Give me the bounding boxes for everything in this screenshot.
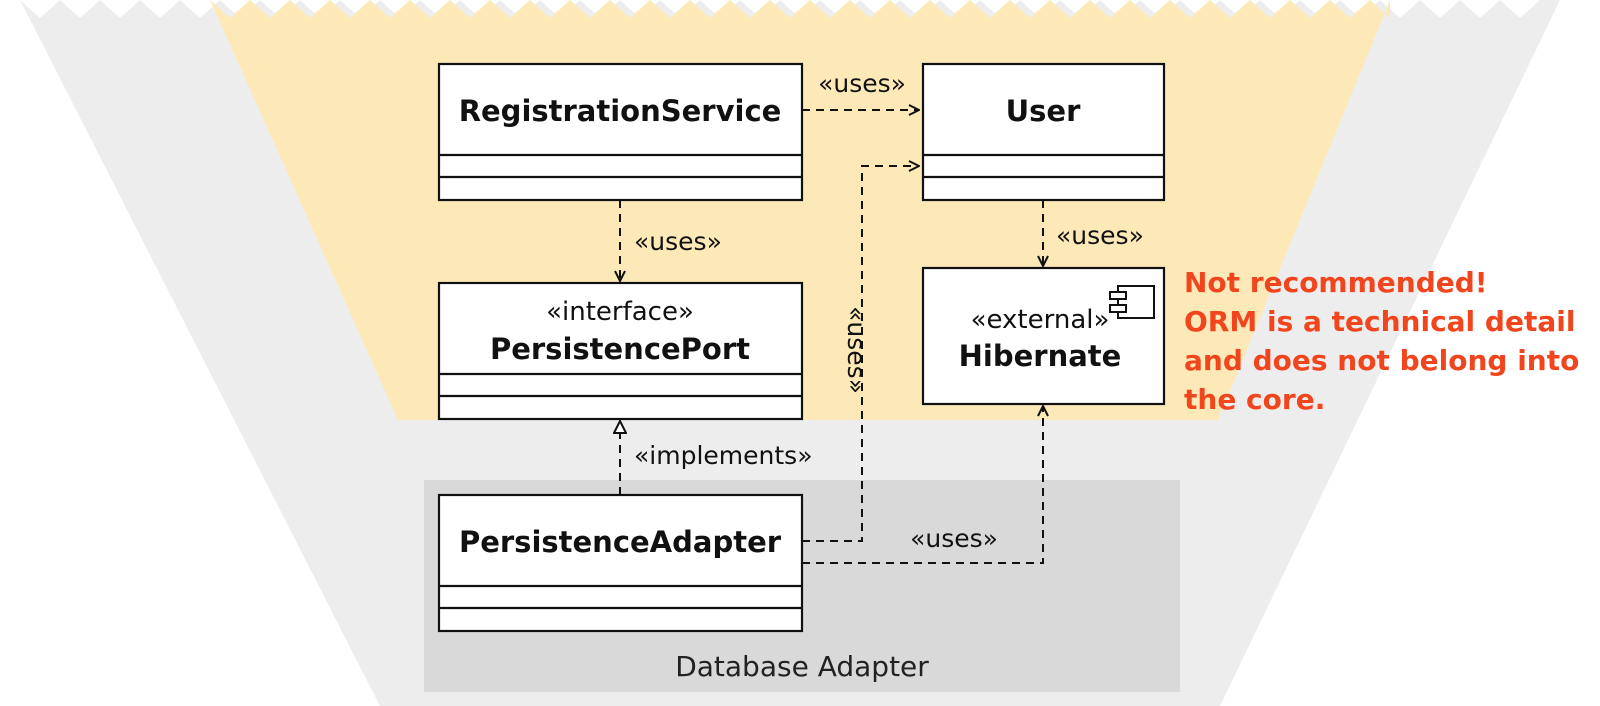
edge-service-uses-port: «uses»	[620, 200, 722, 281]
warning-line: the core.	[1184, 383, 1325, 416]
edge-label: «implements»	[634, 441, 813, 470]
edge-label: «uses»	[818, 69, 906, 98]
edge-label: «uses»	[910, 524, 998, 553]
edge-label: «uses»	[634, 227, 722, 256]
class-user: User	[921, 62, 1166, 202]
edge-adapter-uses-user: «uses»	[802, 166, 919, 542]
class-persistence-adapter: PersistenceAdapter	[437, 493, 804, 633]
class-name: RegistrationService	[459, 94, 782, 128]
edge-user-uses-hibernate: «uses»	[1043, 200, 1144, 266]
class-name: Hibernate	[959, 339, 1122, 373]
class-name: PersistencePort	[490, 332, 750, 366]
class-stereotype: «interface»	[546, 297, 694, 327]
edge-label: «uses»	[1056, 221, 1144, 250]
component-hibernate: «external» Hibernate	[921, 266, 1166, 406]
class-stereotype: «external»	[971, 305, 1110, 335]
component-icon	[1109, 285, 1155, 319]
class-registration-service: RegistrationService	[437, 62, 804, 202]
edge-adapter-implements-port: «implements»	[620, 421, 813, 495]
class-persistence-port: «interface» PersistencePort	[437, 281, 804, 421]
warning-note: Not recommended! ORM is a technical deta…	[1184, 266, 1579, 416]
edge-service-uses-user: «uses»	[802, 69, 919, 110]
class-name: PersistenceAdapter	[459, 525, 782, 559]
edge-label: «uses»	[842, 306, 871, 394]
database-adapter-label: Database Adapter	[675, 650, 929, 683]
warning-line: Not recommended!	[1184, 266, 1488, 299]
class-name: User	[1006, 94, 1081, 128]
edge-adapter-uses-hibernate: «uses»	[802, 406, 1043, 564]
warning-line: and does not belong into	[1184, 344, 1579, 377]
warning-line: ORM is a technical detail	[1184, 305, 1575, 338]
